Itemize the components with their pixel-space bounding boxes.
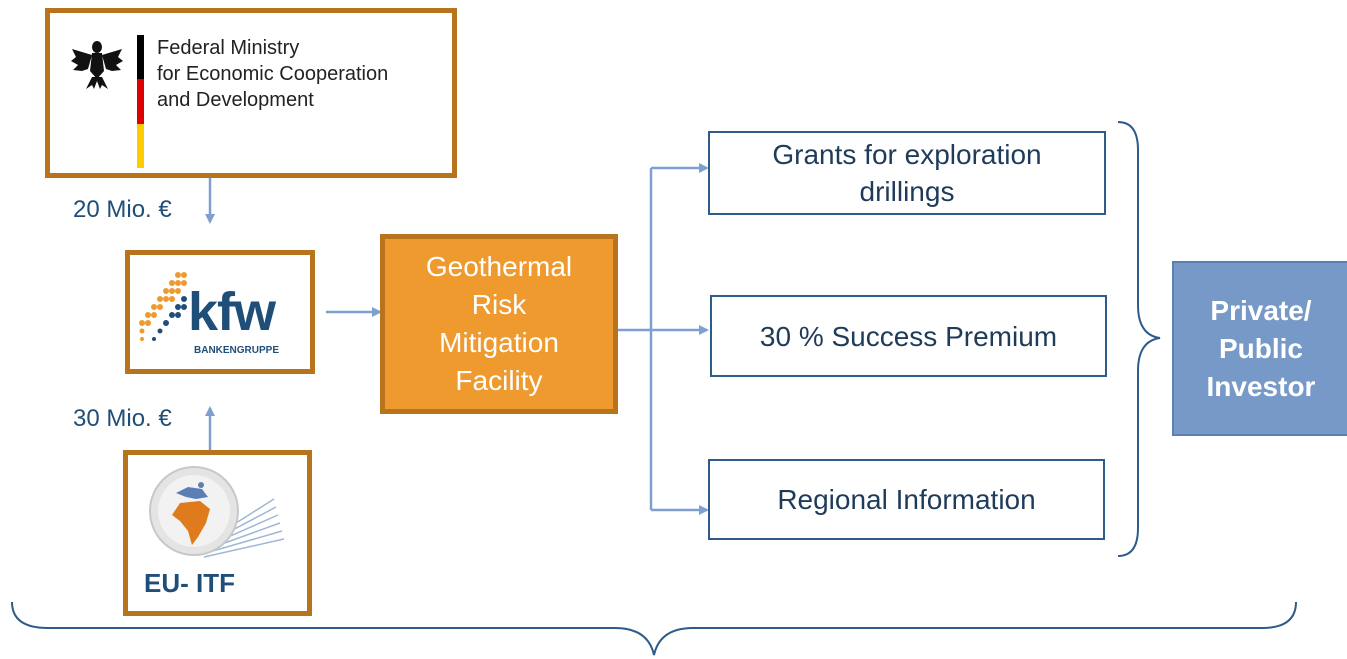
- investor-box: Private/ Public Investor: [1172, 261, 1347, 436]
- flag-black: [137, 35, 144, 79]
- facility-line4: Facility: [455, 365, 543, 396]
- right-brace: [1117, 121, 1161, 557]
- euitf-funding-amount: 30 Mio. €: [73, 405, 172, 432]
- bmz-name-line1: Federal Ministry: [157, 37, 300, 59]
- federal-eagle-icon: [71, 41, 123, 89]
- kfw-subline: BANKENGRUPPE: [194, 345, 280, 356]
- success-premium-label: 30 % Success Premium: [759, 320, 1058, 352]
- kfw-logo-box: kfw BANKENGRUPPE: [125, 250, 315, 374]
- facility-line1: Geothermal: [425, 251, 573, 282]
- bmz-name-line2: for Economic Cooperation: [157, 63, 389, 85]
- kfw-wordmark: kfw: [188, 282, 276, 342]
- euitf-label: EU- ITF: [144, 568, 235, 598]
- german-flag-bar: [137, 35, 144, 168]
- regional-information-label: Regional Information: [777, 484, 1036, 515]
- success-premium-box: 30 % Success Premium: [710, 295, 1107, 377]
- euitf-globe-icon: [149, 466, 285, 558]
- bmz-logo-box: Federal Ministry for Economic Cooperatio…: [45, 8, 457, 178]
- facility-line2: Risk: [471, 289, 527, 320]
- geothermal-facility-box: Geothermal Risk Mitigation Facility: [380, 234, 618, 414]
- euitf-logo-box: EU- ITF: [123, 450, 312, 616]
- grants-label: Grants for exploration drillings: [772, 136, 1041, 210]
- facility-line3: Mitigation: [439, 327, 559, 358]
- bmz-name-line3: and Development: [157, 89, 314, 111]
- investor-line3: Investor: [1206, 370, 1316, 402]
- regional-information-box: Regional Information: [708, 459, 1105, 540]
- bmz-funding-amount: 20 Mio. €: [73, 196, 172, 223]
- grants-line2: drillings: [859, 176, 955, 207]
- grants-box: Grants for exploration drillings: [708, 131, 1106, 215]
- investor-line2: Public: [1218, 332, 1303, 364]
- kfw-dots-icon: [139, 272, 187, 341]
- bmz-name: Federal Ministry for Economic Cooperatio…: [157, 35, 388, 113]
- grants-line1: Grants for exploration: [772, 139, 1042, 170]
- bottom-brace: [11, 601, 1297, 656]
- investor-line1: Private/: [1210, 294, 1312, 326]
- facility-label: Geothermal Risk Mitigation Facility: [426, 248, 572, 400]
- investor-label: Private/ Public Investor: [1207, 292, 1316, 406]
- flag-red: [137, 79, 144, 124]
- flag-gold: [137, 124, 144, 168]
